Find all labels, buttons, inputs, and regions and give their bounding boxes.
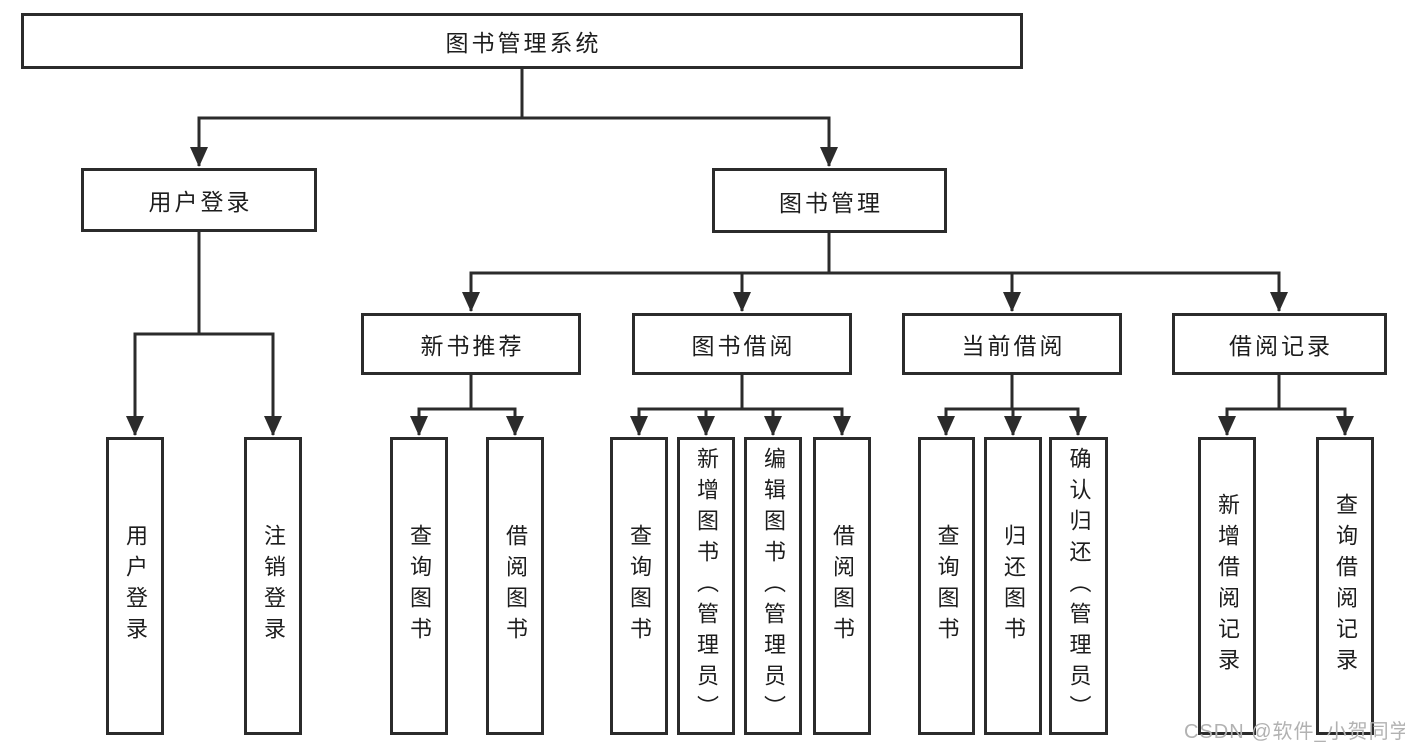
leaf-edit-book-admin: 编辑图书（管理员） [744,437,802,735]
leaf-query-books-3-label: 查询图书 [934,524,960,648]
node-book-borrowing: 图书借阅 [632,313,852,375]
leaf-borrow-books-1: 借阅图书 [486,437,544,735]
leaf-logout-label: 注销登录 [261,524,286,648]
leaf-user-login: 用户登录 [106,437,164,735]
leaf-query-books-2: 查询图书 [610,437,668,735]
leaf-query-books-1-label: 查询图书 [407,524,432,648]
leaf-query-books-2-label: 查询图书 [627,524,652,648]
node-book-management: 图书管理 [712,168,947,233]
leaf-add-book-admin-label: 新增图书（管理员） [694,446,719,726]
node-user-login: 用户登录 [81,168,317,232]
leaf-return-book-label: 归还图书 [1001,524,1026,648]
node-new-book-recommend-label: 新书推荐 [420,333,525,359]
leaf-query-books-3: 查询图书 [918,437,975,735]
leaf-borrow-books-2: 借阅图书 [813,437,871,735]
leaf-logout: 注销登录 [244,437,302,735]
node-library-system: 图书管理系统 [21,13,1023,69]
leaf-borrow-books-1-label: 借阅图书 [503,524,528,648]
csdn-watermark: CSDN @软件_小贺同学 [1184,721,1405,743]
node-user-login-label: 用户登录 [148,189,253,215]
node-current-borrowing-label: 当前借阅 [961,333,1066,359]
node-book-borrowing-label: 图书借阅 [691,333,796,359]
node-borrowing-records: 借阅记录 [1172,313,1387,375]
leaf-borrow-books-2-label: 借阅图书 [830,524,855,648]
leaf-query-borrow-record: 查询借阅记录 [1316,437,1374,735]
node-current-borrowing: 当前借阅 [902,313,1122,375]
leaf-add-borrow-record: 新增借阅记录 [1198,437,1256,735]
node-new-book-recommend: 新书推荐 [361,313,581,375]
node-book-management-label: 图书管理 [779,189,883,216]
leaf-confirm-return-admin: 确认归还（管理员） [1049,437,1108,735]
leaf-return-book: 归还图书 [984,437,1042,735]
leaf-query-borrow-record-label: 查询借阅记录 [1333,493,1358,679]
leaf-confirm-return-admin-label: 确认归还（管理员） [1066,446,1092,726]
leaf-add-book-admin: 新增图书（管理员） [677,437,735,735]
node-borrowing-records-label: 借阅记录 [1229,333,1333,359]
leaf-add-borrow-record-label: 新增借阅记录 [1215,493,1240,679]
leaf-query-books-1: 查询图书 [390,437,448,735]
leaf-user-login-label: 用户登录 [123,524,148,648]
leaf-edit-book-admin-label: 编辑图书（管理员） [761,446,786,726]
node-library-system-label: 图书管理系统 [445,30,602,56]
